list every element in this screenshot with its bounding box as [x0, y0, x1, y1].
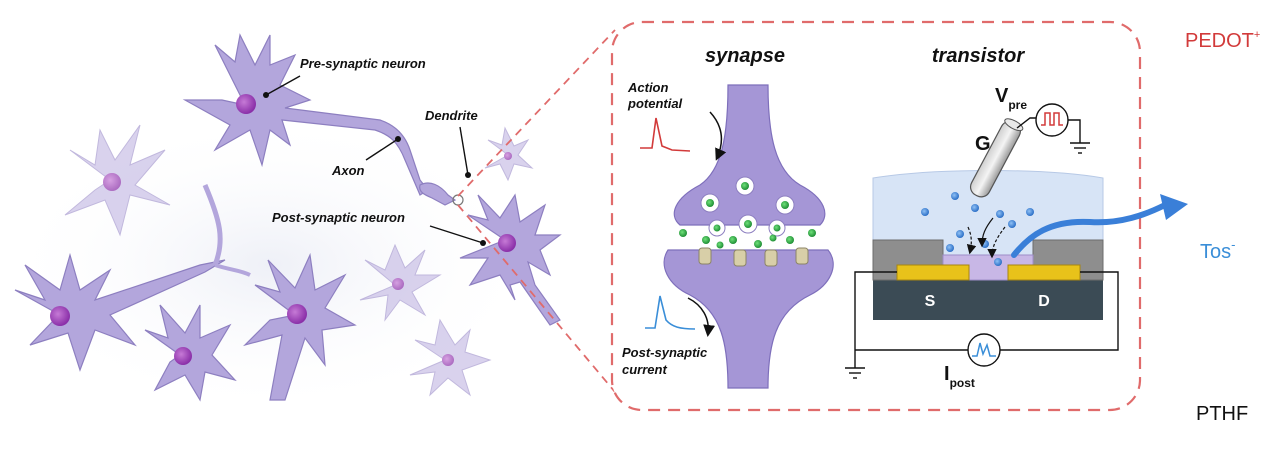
synapse-illustration: synapse Action potential — [622, 45, 834, 389]
transistor-title: transistor — [932, 45, 1025, 67]
ground-wire — [1068, 119, 1081, 143]
pointer-dot — [465, 172, 471, 178]
postsynaptic-terminal — [663, 249, 834, 389]
source-wire — [854, 271, 897, 368]
post-current-label: Post-synaptic — [622, 345, 708, 360]
background-neuron — [64, 124, 171, 237]
electrolyte — [872, 170, 1104, 263]
post-synaptic-label: Post-synaptic neuron — [272, 210, 405, 225]
post-current-label-2: current — [622, 362, 667, 377]
zoom-line — [457, 29, 616, 197]
axon-connector — [202, 184, 223, 266]
substrate — [873, 280, 1103, 320]
axon-label: Axon — [331, 163, 365, 178]
neuron — [242, 252, 357, 401]
post-synaptic-neuron — [459, 193, 562, 326]
ground-icon-source — [845, 367, 865, 379]
ion-flux-arrow — [1011, 202, 1168, 258]
synapse-title: synapse — [705, 45, 785, 67]
source-label: S — [925, 293, 936, 310]
background-neuron — [409, 318, 492, 397]
receptors — [698, 247, 809, 267]
tos-label: Tos- — [1200, 237, 1235, 263]
post-current-waveform — [645, 295, 696, 330]
action-potential-label-2: potential — [627, 96, 683, 111]
pointer-line — [265, 75, 301, 96]
pthf-label: PTHF — [1196, 403, 1248, 425]
vpre-label: Vpre — [995, 85, 1027, 112]
ion-arrow — [987, 226, 1006, 259]
post-current-arrow — [687, 297, 716, 337]
gate-label: G — [975, 133, 991, 155]
pointer-dot — [395, 136, 401, 142]
transistor-illustration: transistor S D G — [845, 45, 1188, 390]
vpre-source — [1035, 103, 1069, 137]
drain-label: D — [1038, 293, 1050, 310]
neuron-network: Pre-synaptic neuron Axon Dendrite Post-s… — [0, 29, 616, 415]
pre-synaptic-label: Pre-synaptic neuron — [300, 56, 426, 71]
presynaptic-terminal — [673, 84, 826, 226]
zoom-line — [457, 204, 616, 393]
pointer-dot — [480, 240, 486, 246]
pointer-line — [365, 138, 399, 161]
neurotransmitters — [679, 229, 816, 249]
neuron — [14, 252, 226, 372]
vesicles — [700, 176, 795, 237]
axon-connector — [214, 263, 251, 277]
pedot-label: PEDOT+ — [1185, 29, 1260, 52]
dendrite-tip — [419, 182, 457, 206]
ion-arrow — [966, 226, 977, 255]
action-potential-label: Action — [627, 80, 669, 95]
pointer-line — [459, 126, 469, 176]
action-potential-waveform — [640, 117, 691, 152]
ion-flux-arrowhead — [1160, 194, 1188, 220]
current-waveform — [972, 342, 996, 357]
drain-electrode — [1007, 264, 1081, 281]
background-neuron — [484, 126, 534, 182]
ion-arrow — [977, 217, 994, 248]
pulse-waveform — [1041, 112, 1063, 126]
background-neuron — [359, 243, 442, 322]
pointer-dot — [263, 92, 269, 98]
ipost-label: Ipost — [944, 363, 975, 390]
dendrite-label: Dendrite — [425, 108, 478, 123]
neuron — [144, 304, 237, 402]
source-electrode — [896, 264, 970, 281]
legend: PEDOT+ Tos- PTHF — [1185, 29, 1260, 425]
action-potential-arrow — [709, 111, 727, 161]
anions — [921, 192, 1034, 266]
ground-icon — [1070, 142, 1090, 154]
drain-wire — [1000, 271, 1119, 351]
pointer-line — [429, 225, 484, 244]
